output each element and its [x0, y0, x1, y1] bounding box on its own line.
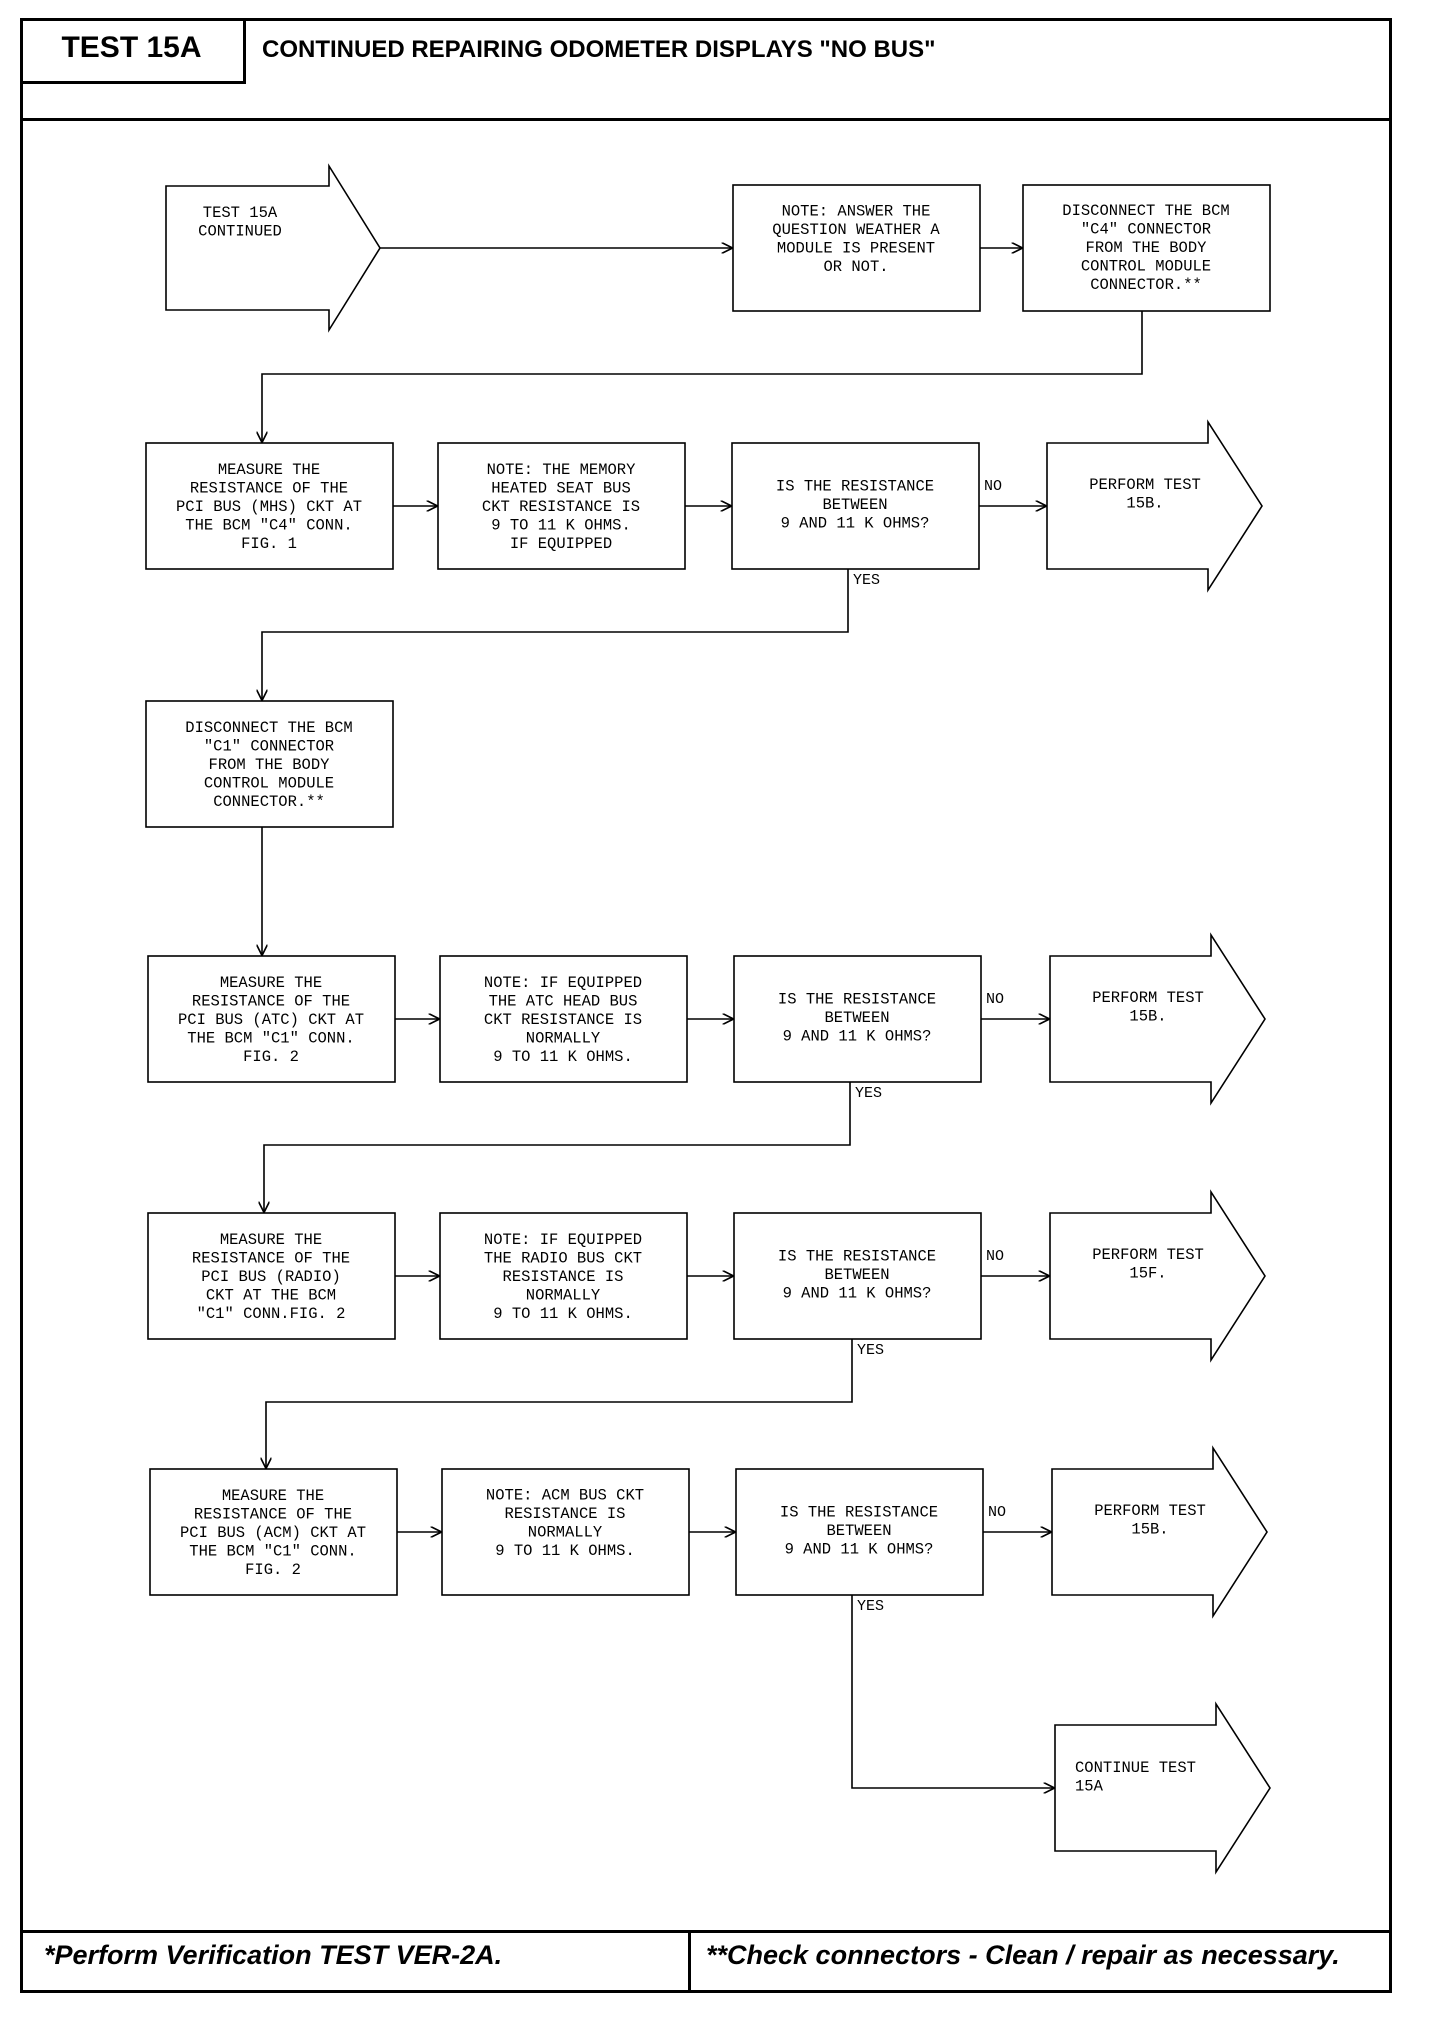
yes-label-r4: YES [855, 1085, 882, 1102]
no-label-r5: NO [986, 1248, 1004, 1265]
footer-divider [20, 1930, 1392, 1933]
start-arrow-shape [165, 163, 381, 333]
header-divider [20, 118, 1392, 121]
no-label-r2: NO [984, 478, 1002, 495]
connector-r5-yes [266, 1339, 853, 1468]
connector-r6-yes [851, 1595, 1054, 1788]
connector-r4-yes [264, 1082, 851, 1212]
page-title: CONTINUED REPAIRING ODOMETER DISPLAYS "N… [262, 36, 936, 63]
footer-verification-note: *Perform Verification TEST VER-2A. [44, 1940, 503, 1970]
yes-label-r6: YES [857, 1598, 884, 1615]
yes-label-r2: YES [853, 572, 880, 589]
result-r6-arrow-shape [1051, 1445, 1268, 1619]
yes-label-r5: YES [857, 1342, 884, 1359]
result-r2-arrow-shape [1046, 419, 1263, 593]
connector-r2-yes [262, 569, 849, 700]
continue-arrow-shape [1054, 1701, 1271, 1875]
test-number-box: TEST 15A [20, 18, 246, 84]
result-r4-arrow-shape [1049, 932, 1266, 1106]
no-label-r6: NO [988, 1504, 1006, 1521]
result-r5-arrow-shape [1049, 1189, 1266, 1363]
disconnect-c4-box [1022, 184, 1271, 312]
no-label-r4: NO [986, 991, 1004, 1008]
footer-connector-note: **Check connectors - Clean / repair as n… [706, 1940, 1340, 1970]
footer-column-divider [688, 1930, 691, 1993]
page-frame [20, 18, 1392, 1993]
disconnect-c1-box [145, 700, 394, 828]
connector-disconnect-c4-to-measure [262, 311, 1143, 442]
